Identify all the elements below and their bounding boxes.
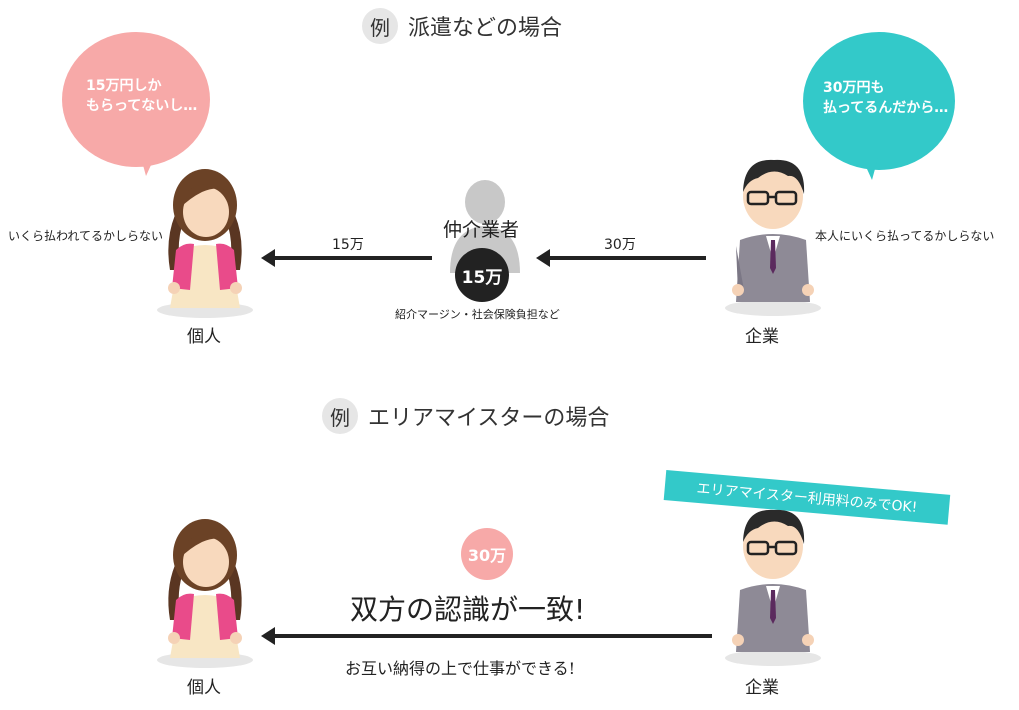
person-right-label: 企業 <box>745 678 779 698</box>
section1-title: 例 派遣などの場合 <box>362 8 562 44</box>
headline: 双方の認識が一致! <box>350 593 586 626</box>
subline: お互い納得の上で仕事ができる! <box>345 659 576 678</box>
bubble-left-tail <box>140 154 156 176</box>
broker-margin-badge: 15万 <box>455 248 509 302</box>
businessman-figure-icon <box>718 500 828 674</box>
left-note: いくら払われてるかしらない <box>8 229 164 243</box>
arrow-right-value: 30万 <box>604 237 636 253</box>
businessman-figure-icon <box>718 150 828 324</box>
right-note: 本人にいくら払ってるかしらない <box>815 229 995 243</box>
arrow-left-value: 15万 <box>332 237 364 253</box>
section2-title: 例 エリアマイスターの場合 <box>322 398 609 434</box>
example-badge: 例 <box>362 8 398 44</box>
example-badge: 例 <box>322 398 358 434</box>
section2-title-text: エリアマイスターの場合 <box>368 406 610 431</box>
arrow-right-head-icon <box>536 249 550 267</box>
agreed-amount-badge: 30万 <box>461 528 513 580</box>
bubble-right-line2: 払ってるんだから… <box>823 100 949 116</box>
section1-title-text: 派遣などの場合 <box>408 16 563 41</box>
woman-figure-icon <box>150 160 260 324</box>
speech-bubble-left: 15万円しか もらってないし… <box>62 32 210 167</box>
broker-label: 仲介業者 <box>443 219 520 241</box>
arrow-line <box>272 634 712 638</box>
arrow-left-head-icon <box>261 249 275 267</box>
person-right-label: 企業 <box>745 327 779 347</box>
person-left-label: 個人 <box>187 678 221 698</box>
speech-bubble-right: 30万円も 払ってるんだから… <box>803 32 955 170</box>
bubble-right-line1: 30万円も <box>823 80 885 96</box>
arrow-right-line <box>548 256 706 260</box>
bubble-right-tail <box>862 158 878 180</box>
bubble-left-line2: もらってないし… <box>86 98 198 114</box>
broker-note: 紹介マージン・社会保険負担など <box>395 308 560 321</box>
person-left-label: 個人 <box>187 327 221 347</box>
arrow-head-icon <box>261 627 275 645</box>
arrow-left-line <box>272 256 432 260</box>
bubble-left-line1: 15万円しか <box>86 78 162 94</box>
woman-figure-icon <box>150 510 260 674</box>
